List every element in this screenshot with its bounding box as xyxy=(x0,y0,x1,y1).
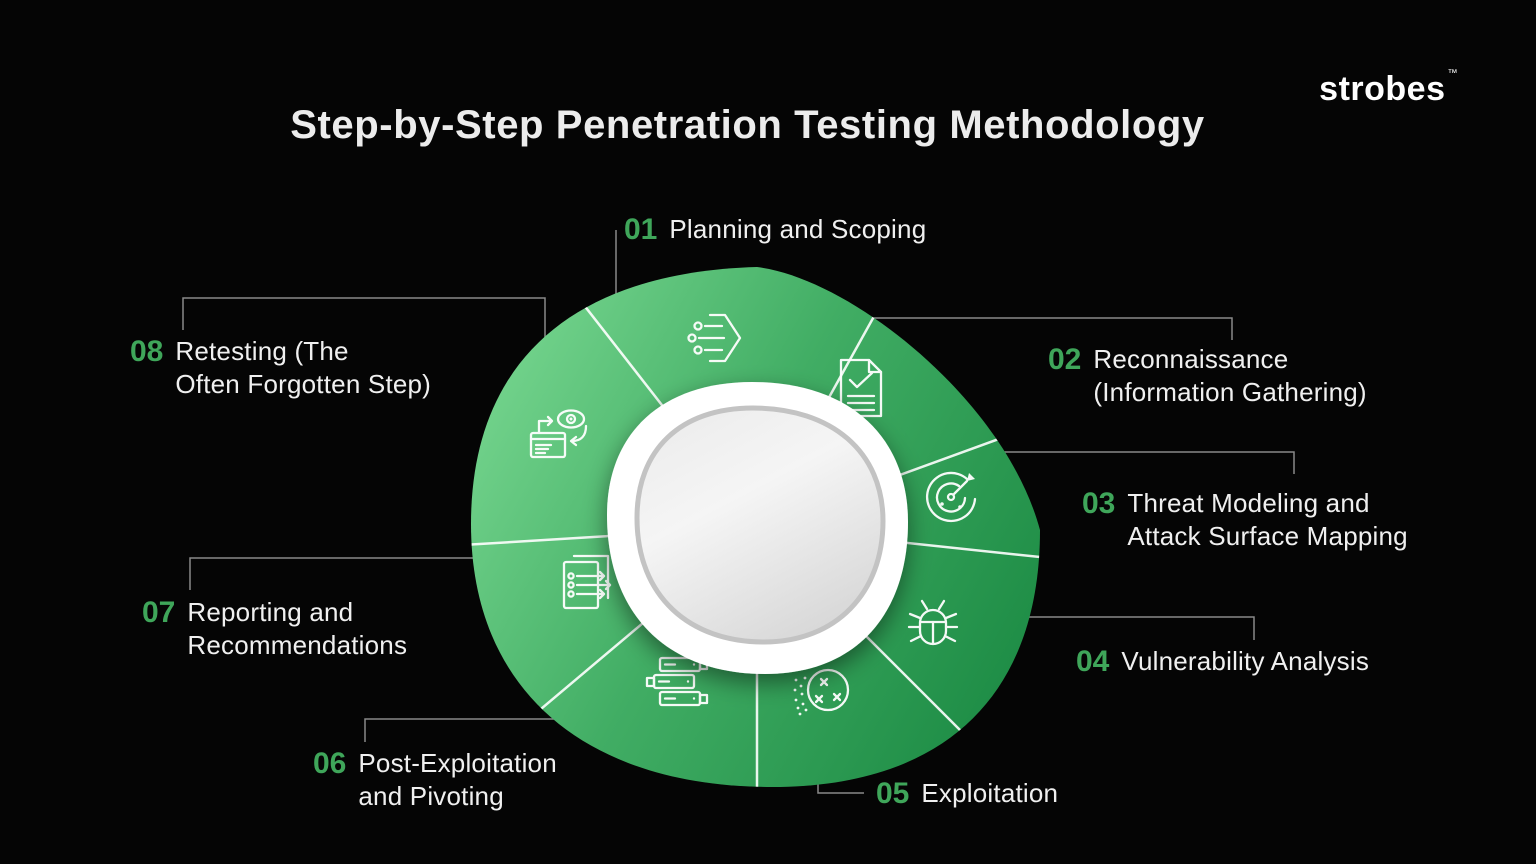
step-number: 04 xyxy=(1076,645,1110,678)
bug-icon xyxy=(907,599,959,646)
connector-step-08 xyxy=(182,297,546,356)
step-title-line: Post-Exploitation xyxy=(358,748,557,778)
connector-step-03 xyxy=(1000,451,1295,474)
step-title-line: Recommendations xyxy=(187,630,408,660)
page-title: Step-by-Step Penetration Testing Methodo… xyxy=(290,103,1205,147)
trademark-symbol: ™ xyxy=(1447,68,1458,79)
report-arrows-icon xyxy=(562,554,612,610)
step-02-label: 02 Reconnaissance(Information Gathering) xyxy=(1048,343,1367,409)
step-title-line: Often Forgotten Step) xyxy=(175,369,432,399)
step-number: 01 xyxy=(624,213,658,246)
connector-step-02 xyxy=(862,317,1233,340)
step-number: 07 xyxy=(142,596,176,629)
segment-icons xyxy=(529,313,977,716)
connector-step-04 xyxy=(1012,616,1255,640)
step-number: 03 xyxy=(1082,487,1116,520)
step-title-line: Reporting and xyxy=(187,597,354,627)
step-04-label: 04 Vulnerability Analysis xyxy=(1076,645,1369,678)
radar-target-icon xyxy=(925,471,977,523)
step-title-line: Attack Surface Mapping xyxy=(1127,521,1408,551)
step-number: 06 xyxy=(313,747,347,780)
impact-burst-icon xyxy=(793,668,850,716)
step-title-line: Vulnerability Analysis xyxy=(1121,646,1370,676)
connector-step-07 xyxy=(189,557,486,590)
center-donut xyxy=(607,382,908,674)
step-number: 05 xyxy=(876,777,910,810)
step-01-label: 01 Planning and Scoping xyxy=(624,213,926,246)
step-title-line: Reconnaissance xyxy=(1093,344,1289,374)
step-title-line: (Information Gathering) xyxy=(1093,377,1367,407)
brand-name: strobes xyxy=(1319,70,1446,108)
step-title-line: Retesting (The xyxy=(175,336,349,366)
retest-review-icon xyxy=(529,409,588,459)
server-stack-icon xyxy=(645,656,709,707)
step-title-line: Planning and Scoping xyxy=(669,214,927,244)
step-title-line: Exploitation xyxy=(921,778,1059,808)
step-title-line: and Pivoting xyxy=(358,781,504,811)
step-number: 08 xyxy=(130,335,164,368)
donut-center xyxy=(634,405,886,645)
step-title-line: Threat Modeling and xyxy=(1127,488,1370,518)
step-number: 02 xyxy=(1048,343,1082,376)
step-05-label: 05 Exploitation xyxy=(876,777,1058,810)
planning-icon xyxy=(687,313,742,363)
